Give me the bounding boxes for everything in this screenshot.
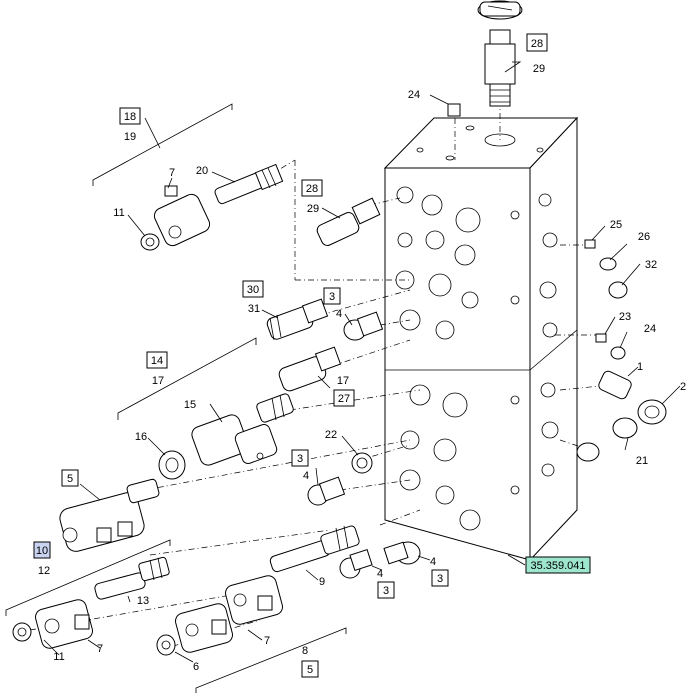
leader-lines — [43, 61, 681, 663]
callout-19: 19 — [124, 131, 136, 143]
callout-7b: 7 — [97, 643, 103, 655]
callout-5a: 5 — [67, 473, 73, 485]
solenoid-coil-upper — [153, 185, 211, 247]
plug-3d — [383, 541, 421, 565]
plug-3a — [343, 311, 384, 341]
callout-27: 27 — [338, 393, 350, 405]
top-valve — [484, 29, 516, 107]
callout-7c: 7 — [264, 635, 270, 647]
group-brackets — [5, 103, 347, 693]
valve-28-mid — [316, 197, 381, 246]
callout-16: 16 — [135, 431, 147, 443]
valve-17 — [278, 346, 342, 392]
callout-8: 8 — [302, 645, 308, 657]
solenoid-valve-15 — [191, 393, 294, 466]
callout-20: 20 — [196, 165, 208, 177]
callout-3a: 3 — [329, 291, 335, 303]
callout-24b: 24 — [644, 323, 656, 335]
callout-17b: 17 — [337, 375, 349, 387]
callout-2: 2 — [680, 381, 686, 393]
callout-29a: 29 — [533, 63, 545, 75]
plug-3c — [339, 548, 373, 579]
callout-11a: 11 — [113, 207, 124, 219]
callout-3c: 3 — [383, 585, 389, 597]
top-cap — [477, 0, 523, 20]
callout-13: 13 — [137, 595, 149, 607]
cartridge-9 — [269, 525, 360, 573]
callout-31: 31 — [248, 303, 260, 315]
callout-6: 6 — [193, 661, 199, 673]
callout-5b: 5 — [307, 664, 313, 676]
callout-4d: 4 — [430, 556, 436, 568]
callout-12: 12 — [38, 565, 50, 577]
callout-30: 30 — [247, 284, 259, 296]
callout-14: 14 — [151, 355, 163, 367]
reference-label: 35.359.041 — [530, 560, 585, 572]
callout-32: 32 — [645, 259, 657, 271]
nut-16 — [158, 450, 186, 480]
valve-30 — [266, 298, 329, 341]
nut-11-lower — [12, 622, 32, 642]
cartridge-13 — [94, 556, 170, 600]
callout-9: 9 — [319, 576, 325, 588]
valve-block — [383, 116, 579, 562]
callout-7a: 7 — [169, 167, 175, 179]
callout-22: 22 — [325, 429, 337, 441]
callout-29b: 29 — [307, 203, 319, 215]
callout-21: 21 — [636, 455, 648, 467]
callout-28b: 28 — [306, 183, 318, 195]
solenoid-coil-5 — [59, 478, 160, 552]
callout-3d: 3 — [437, 573, 443, 585]
cartridge-20 — [214, 163, 284, 205]
callout-labels: 28 29 24 18 19 7 20 11 28 29 25 26 32 23… — [33, 33, 686, 678]
plug-top-24 — [447, 103, 461, 117]
callout-4b: 4 — [303, 470, 309, 482]
solenoid-coil-lower-middle — [175, 603, 233, 653]
callout-24a: 24 — [408, 89, 420, 101]
right-plugs — [576, 239, 667, 462]
callout-4a: 4 — [336, 308, 342, 320]
callout-23: 23 — [619, 311, 631, 323]
plug-22 — [351, 452, 373, 474]
solenoid-coil-lower-right — [225, 575, 283, 625]
callout-26: 26 — [638, 231, 650, 243]
callout-3b: 3 — [297, 453, 303, 465]
callout-1: 1 — [637, 361, 643, 373]
callout-25: 25 — [610, 219, 622, 231]
plug-3b — [307, 476, 346, 506]
callout-18: 18 — [124, 111, 136, 123]
nut-6 — [156, 634, 176, 656]
callout-10: 10 — [36, 545, 48, 557]
solenoid-coil-lower-left — [35, 599, 93, 649]
nut-upper — [140, 233, 160, 251]
callout-4c: 4 — [377, 568, 383, 580]
callout-28a: 28 — [531, 38, 543, 50]
callout-11b: 11 — [53, 651, 64, 663]
callout-17a: 17 — [152, 375, 164, 387]
callout-15: 15 — [184, 399, 196, 411]
